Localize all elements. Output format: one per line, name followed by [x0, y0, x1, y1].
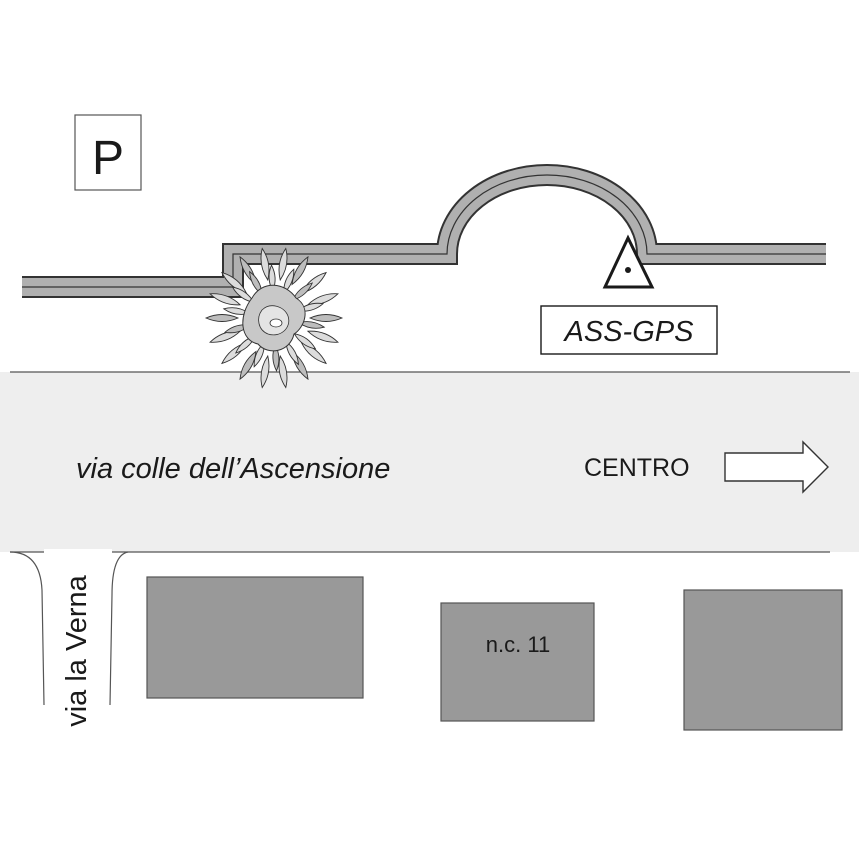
parking-sign: [74, 114, 142, 191]
tree-leaf: [209, 293, 242, 306]
tree-icon: [204, 247, 344, 389]
gps-label: ASS-GPS: [563, 316, 695, 348]
main-street-name: via colle dell’Ascensione: [76, 453, 390, 485]
boundary-wall: [22, 164, 826, 298]
side-street-name: via la Verna: [61, 574, 93, 726]
tree-leaf: [306, 330, 339, 343]
tree-leaf: [204, 314, 240, 322]
gps-marker-icon: [602, 234, 655, 289]
main-road: [0, 372, 859, 552]
building-1: [146, 576, 364, 699]
tree-leaf: [278, 247, 288, 282]
direction-label: CENTRO: [584, 454, 690, 482]
tree-leaf: [291, 255, 309, 286]
arrow-right-icon: [724, 440, 829, 494]
tree-leaf: [260, 354, 270, 389]
tree-leaf: [278, 354, 288, 389]
tree-leaf: [239, 350, 257, 381]
tree-leaf: [308, 314, 344, 322]
gps-label-box: [540, 305, 718, 355]
building-3: [683, 589, 843, 731]
building-2: [440, 602, 595, 722]
tree-leaf: [260, 247, 270, 282]
side-street-edge-right: [109, 551, 129, 706]
building-2-label: n.c. 11: [486, 632, 550, 657]
parking-letter: P: [92, 132, 124, 185]
side-street-edge-left: [9, 551, 45, 706]
